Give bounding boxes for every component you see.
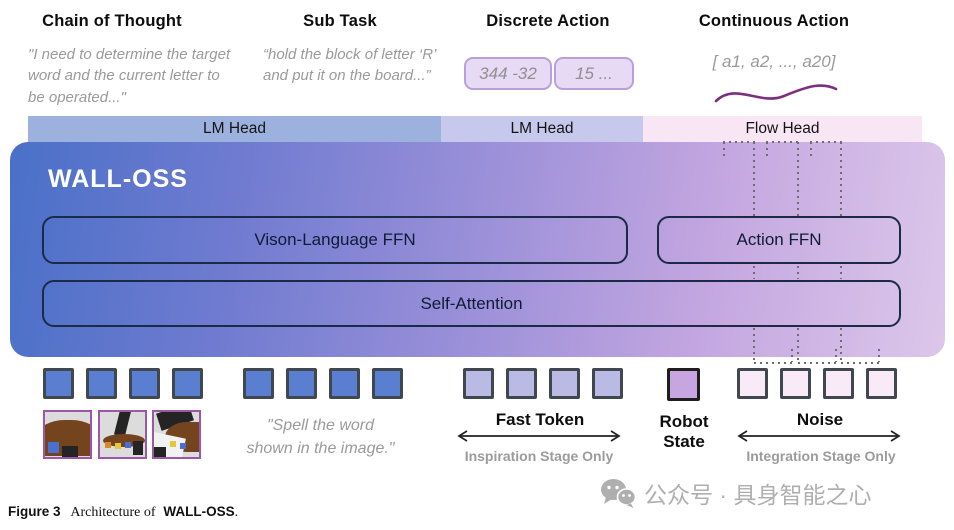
integration-stage-label: Integration Stage Only <box>746 448 896 464</box>
column-title-discrete-action: Discrete Action <box>486 12 610 30</box>
flow-dotted-connector <box>766 141 799 143</box>
spell-quote: "Spell the word shown in the image." <box>246 417 395 457</box>
flow-dotted-foot <box>878 349 880 362</box>
column-title-continuous-action: Continuous Action <box>698 12 850 30</box>
figure-caption: Figure 3 Architecture of WALL-OSS. <box>8 503 238 521</box>
flow-dotted-foot <box>798 362 838 364</box>
action-wave-curve <box>714 84 838 103</box>
flow-dotted-connector <box>766 142 768 158</box>
noise-arrow <box>737 430 901 442</box>
continuous-action-vector: [ a1, a2, ..., a20] <box>712 52 836 71</box>
fast-token-arrow <box>457 430 621 442</box>
flow-dotted-line <box>840 266 842 279</box>
model-title: WALL-OSS <box>48 165 188 193</box>
flow-dotted-connector <box>723 142 725 158</box>
noise-label: Noise <box>796 410 844 429</box>
noise-token-square <box>780 368 811 399</box>
flow-dotted-foot <box>791 349 793 362</box>
flow-dotted-line <box>753 266 755 279</box>
flow-dotted-line <box>753 142 755 216</box>
caption-period: . <box>234 505 239 520</box>
flow-dotted-line <box>797 328 799 363</box>
flow-dotted-foot <box>841 362 881 364</box>
noise-token-square <box>737 368 768 399</box>
text-token-square <box>286 368 317 399</box>
action-ffn-block: Action FFN <box>657 216 901 264</box>
vision-language-ffn-block: Vison-Language FFN <box>42 216 628 264</box>
flow-dotted-line <box>797 266 799 279</box>
vision-token-square <box>129 368 160 399</box>
robot-state-label: Robot State <box>659 412 709 452</box>
text-token-square <box>329 368 360 399</box>
fast-token-square <box>463 368 494 399</box>
vision-token-square <box>86 368 117 399</box>
discrete-token-chip: 15 ... <box>554 57 634 90</box>
flow-dotted-line <box>797 142 799 216</box>
sub-task-quote: “hold the block of letter ‘R’ and put it… <box>263 46 436 85</box>
flow-dotted-connector <box>810 141 842 143</box>
flow-head: Flow Head <box>643 116 922 142</box>
text-token-square <box>243 368 274 399</box>
watermark-text: 公众号 · 具身智能之心 <box>644 482 872 508</box>
watermark: 公众号 · 具身智能之心 <box>600 476 871 510</box>
flow-dotted-line <box>840 142 842 216</box>
wechat-icon <box>601 479 636 508</box>
wall-oss-box <box>10 142 945 357</box>
column-title-chain-of-thought: Chain of Thought <box>42 12 182 30</box>
caption-figure-number: Figure 3 <box>8 504 61 519</box>
noise-token-square <box>866 368 897 399</box>
robot-state-square <box>667 368 700 401</box>
flow-dotted-connector <box>723 141 755 143</box>
caption-model-name: WALL-OSS <box>163 504 235 519</box>
flow-dotted-foot <box>754 362 794 364</box>
caption-text: Architecture of <box>70 505 156 520</box>
flow-dotted-line <box>753 328 755 363</box>
robot-photo <box>98 410 147 459</box>
robot-photo <box>43 410 92 459</box>
discrete-token-chip: 344 -32 <box>464 57 552 90</box>
flow-dotted-foot <box>835 349 837 362</box>
robot-photo <box>152 410 201 459</box>
noise-token-square <box>823 368 854 399</box>
vision-token-square <box>43 368 74 399</box>
fast-token-square <box>506 368 537 399</box>
flow-dotted-line <box>840 328 842 363</box>
text-token-square <box>372 368 403 399</box>
inspiration-stage-label: Inspiration Stage Only <box>464 448 614 464</box>
chain-of-thought-quote: "I need to determine the target word and… <box>28 46 231 106</box>
flow-dotted-connector <box>810 142 812 158</box>
vision-token-square <box>172 368 203 399</box>
lm-head-1: LM Head <box>28 116 441 142</box>
fast-token-square <box>549 368 580 399</box>
column-title-sub-task: Sub Task <box>303 12 377 30</box>
lm-head-2: LM Head <box>441 116 643 142</box>
self-attention-block: Self-Attention <box>42 280 901 327</box>
fast-token-square <box>592 368 623 399</box>
head-bar: LM Head LM Head Flow Head <box>28 116 922 142</box>
fast-token-label: Fast Token <box>495 410 585 429</box>
